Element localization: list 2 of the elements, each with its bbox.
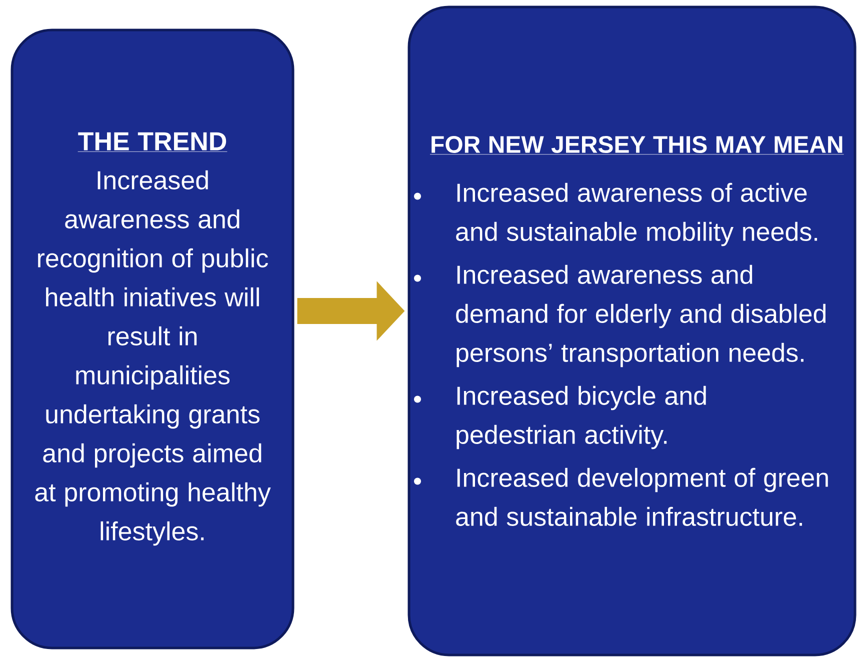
implications-box: FOR NEW JERSEY THIS MAY MEAN Increased awareness of active and sustainable mobility needs. Increased awareness and demand for elderly and disabled persons’ transportation needs. Increased bicycle and pedestrian activity. Increased development of green and sustainable infrastructure. (408, 6, 856, 656)
trend-box: THE TREND Increased awareness and recognition of public health iniatives will result in municipalities undertaking grants and projects aimed at promoting healthy lifestyles. (10, 28, 294, 650)
